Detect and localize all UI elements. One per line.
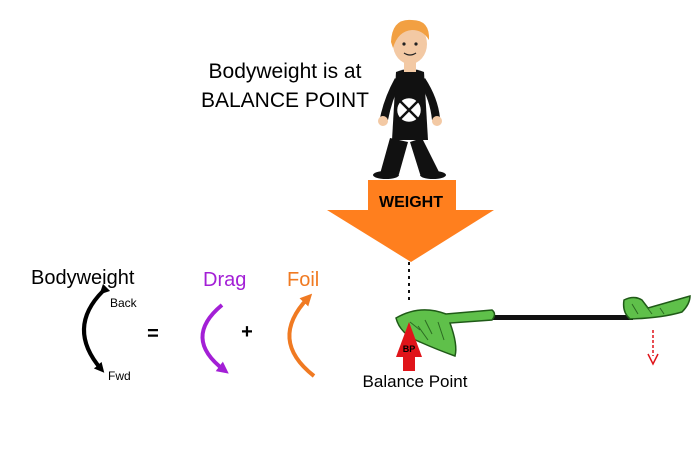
- bp-marker: [396, 322, 422, 371]
- back-label: Back: [110, 296, 138, 310]
- bodyweight-label: Bodyweight: [31, 267, 135, 289]
- equals-sign: =: [147, 323, 159, 345]
- bp-label: BP: [403, 344, 416, 354]
- plus-sign: +: [241, 321, 253, 343]
- caption-line-1: Bodyweight is at: [209, 60, 362, 83]
- balance-point-label: Balance Point: [363, 372, 468, 391]
- bodyweight-rotation-arrow: [82, 283, 111, 373]
- person-icon: [373, 19, 446, 179]
- caption-line-2: BALANCE POINT: [201, 89, 369, 112]
- weight-arrow: [327, 180, 494, 262]
- balance-point-cross-icon: [394, 95, 424, 125]
- fwd-label: Fwd: [108, 369, 131, 383]
- foil-label: Foil: [287, 269, 319, 291]
- weight-label: WEIGHT: [379, 194, 443, 211]
- down-arrow-icon: [647, 330, 659, 366]
- foil-arrow: [287, 293, 316, 378]
- drag-label: Drag: [203, 269, 246, 291]
- drag-arrow: [200, 303, 229, 374]
- hydrofoil: [395, 295, 691, 357]
